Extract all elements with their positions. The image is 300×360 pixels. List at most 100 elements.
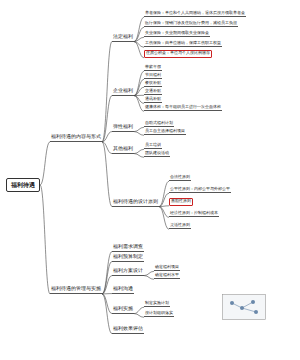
branch-line xyxy=(159,207,169,218)
branch-line xyxy=(134,87,144,95)
sub-branch: 福利方案设计 xyxy=(112,268,144,275)
branch-line xyxy=(102,132,112,142)
topic-text: 餐饮补贴 xyxy=(145,81,161,86)
topic-text: 自助式福利计划 xyxy=(145,121,173,126)
topic-text: 健康体检：每年组织员工进行一次全面体检 xyxy=(145,105,221,110)
leaf-topic: 通讯补贴 xyxy=(144,97,162,104)
branch-line xyxy=(134,154,144,158)
leaf-topic: 制定实施计划 xyxy=(144,301,170,308)
topic-text: 福利待遇 xyxy=(11,182,35,189)
branch-line xyxy=(102,142,112,154)
sub-branch: 福利需求调查 xyxy=(112,244,144,251)
leaf-topic: 养老保险：单位和个人共同缴纳，退休后按月领取养老金 xyxy=(144,11,246,18)
topic-text: 员工自主选择福利项目 xyxy=(145,129,185,134)
topic-text: 企业福利 xyxy=(113,88,133,93)
branch-line xyxy=(144,271,154,275)
sub-branch: 福利效果评估 xyxy=(112,326,144,333)
leaf-topic: 按计划组织落实 xyxy=(144,311,174,318)
topic-text: 确定福利项目 xyxy=(155,265,179,270)
topic-text: 医疗保险：报销门诊及住院医疗费用，减轻员工负担 xyxy=(145,21,237,26)
leaf-topic: 工伤保险：由单位缴纳，保障工伤职工权益 xyxy=(144,41,222,48)
topic-text: 福利需求调查 xyxy=(113,244,143,249)
branch-line xyxy=(134,127,144,131)
branch-line xyxy=(102,42,112,142)
leaf-topic: 确定福利项目 xyxy=(154,265,180,272)
topic-text: 公平性原则：内部公平与外部公平 xyxy=(170,187,230,192)
topic-text: 其他福利 xyxy=(113,146,133,151)
sub-branch: 弹性福利 xyxy=(112,124,134,131)
leaf-topic: 带薪年假 xyxy=(144,65,162,72)
branch-line xyxy=(134,96,144,112)
leaf-topic: 合法性原则 xyxy=(169,175,191,182)
branch-line xyxy=(102,276,112,294)
leaf-topic: 节日福利 xyxy=(144,73,162,80)
topic-text: 福利待遇的设计原则 xyxy=(113,199,158,204)
topic-text: 节日福利 xyxy=(145,73,161,78)
sub-branch: 福利待遇的设计原则 xyxy=(112,199,159,206)
topic-text: 制定实施计划 xyxy=(145,301,169,306)
topic-text: 带薪年假 xyxy=(145,65,161,70)
topic-text: 合法性原则 xyxy=(170,175,190,180)
topic-text: 按计划组织落实 xyxy=(145,311,173,316)
topic-text: 激励性原则 xyxy=(171,199,191,204)
leaf-topic: 员工自主选择福利项目 xyxy=(144,129,186,136)
sub-branch: 法定福利 xyxy=(112,34,134,41)
main-branch: 福利待遇的内容与形式 xyxy=(50,134,102,142)
topic-text: 福利效果评估 xyxy=(113,326,143,331)
branch-line xyxy=(102,294,112,314)
branch-line xyxy=(134,132,144,136)
branch-line xyxy=(102,252,112,294)
leaf-topic: 灵活性原则 xyxy=(169,223,191,230)
topic-text: 通讯补贴 xyxy=(145,97,161,102)
topic-text: 员工培训 xyxy=(145,143,161,148)
leaf-topic: 医疗保险：报销门诊及住院医疗费用，减轻员工负担 xyxy=(144,21,238,28)
leaf-topic: 员工培训 xyxy=(144,143,162,150)
topic-text: 福利预算制定 xyxy=(113,254,143,259)
topic-text: 法定福利 xyxy=(113,34,133,39)
topic-text: 弹性福利 xyxy=(113,124,133,129)
topic-text: 福利待遇的管理与实施 xyxy=(51,286,101,292)
topic-text: 失业保险：失业期间领取失业保险金 xyxy=(145,31,209,36)
leaf-topic: 公平性原则：内部公平与外部公平 xyxy=(169,187,231,194)
leaf-topic: 确定福利水平 xyxy=(154,273,180,280)
topic-text: 福利沟通 xyxy=(113,286,133,291)
leaf-topic: 失业保险：失业期间领取失业保险金 xyxy=(144,31,210,38)
topic-text: 福利待遇的内容与形式 xyxy=(51,134,101,140)
branch-line xyxy=(102,293,112,294)
leaf-topic: 团队建设活动 xyxy=(144,151,170,158)
sub-branch: 其他福利 xyxy=(112,146,134,153)
main-branch: 福利待遇的管理与实施 xyxy=(50,286,102,294)
branch-line xyxy=(40,185,50,294)
branch-line xyxy=(134,71,144,95)
leaf-topic: 住房公积金：单位与个人按比例缴存 xyxy=(144,50,212,58)
branch-line xyxy=(159,207,169,230)
topic-text: 团队建设活动 xyxy=(145,151,169,156)
topic-text: 养老保险：单位和个人共同缴纳，退休后按月领取养老金 xyxy=(145,11,245,16)
topic-text: 确定福利水平 xyxy=(155,273,179,278)
branch-line xyxy=(134,149,144,153)
sub-branch: 福利预算制定 xyxy=(112,254,144,261)
branch-line xyxy=(134,42,144,58)
leaf-topic: 激励性原则 xyxy=(169,198,193,206)
sub-branch: 企业福利 xyxy=(112,88,134,95)
branch-line xyxy=(134,307,144,313)
root-topic: 福利待遇 xyxy=(6,178,40,193)
sub-branch: 福利实施 xyxy=(112,306,134,313)
branch-line xyxy=(134,79,144,95)
topic-text: 经济性原则：控制福利成本 xyxy=(170,211,218,216)
leaf-topic: 自助式福利计划 xyxy=(144,121,174,128)
branch-line xyxy=(134,37,144,41)
branch-line xyxy=(134,27,144,41)
branch-line xyxy=(134,96,144,104)
leaf-topic: 经济性原则：控制福利成本 xyxy=(169,211,219,218)
thumbnail-image xyxy=(222,294,266,320)
branch-line xyxy=(159,193,169,206)
branch-line xyxy=(102,294,112,334)
topic-text: 福利实施 xyxy=(113,306,133,311)
topic-text: 工伤保险：由单位缴纳，保障工伤职工权益 xyxy=(145,41,221,46)
branch-line xyxy=(159,181,169,206)
topic-text: 住房公积金：单位与个人按比例缴存 xyxy=(146,51,210,56)
topic-text: 福利方案设计 xyxy=(113,268,143,273)
branch-line xyxy=(102,142,112,207)
leaf-topic: 餐饮补贴 xyxy=(144,81,162,88)
